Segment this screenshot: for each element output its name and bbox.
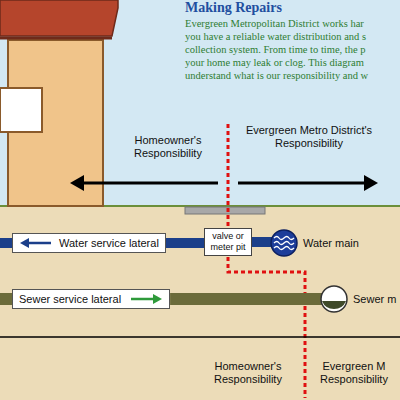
symbol [274, 237, 294, 240]
valve-box: valve or meter pit [204, 228, 252, 256]
symbol [274, 242, 294, 245]
symbol [27, 242, 51, 245]
water-pipe [166, 238, 204, 248]
symbol [321, 286, 347, 312]
water-main: Water main [270, 229, 359, 257]
symbol [20, 238, 29, 248]
responsibility-label: Homeowner's Responsibility [196, 360, 300, 386]
symbol [271, 230, 297, 256]
flow-arrow [129, 293, 163, 305]
arrow-line [238, 182, 368, 185]
node-text: Sewer m [353, 293, 396, 305]
sidewalk [185, 207, 265, 214]
sewer-main: Sewer m [320, 285, 396, 313]
intro-text: collection system. From time to time, th… [185, 43, 366, 56]
symbol [131, 298, 155, 301]
symbol [274, 247, 294, 250]
divider-line [0, 336, 400, 338]
intro-text: understand what is our responsibility an… [185, 69, 368, 82]
responsibility-label: Evergreen Metro District's Responsibilit… [234, 124, 384, 150]
title: Making Repairs [185, 0, 282, 16]
boundary-line [228, 124, 305, 398]
sewer-lateral-box: Sewer service lateral [12, 289, 170, 309]
sewer-main-symbol [320, 285, 348, 313]
house-eave [0, 37, 112, 40]
house-window [0, 88, 42, 132]
sewer-pipe [170, 293, 323, 305]
flow-arrow [19, 237, 53, 249]
node-text: Water service lateral [59, 237, 159, 249]
intro-text: you have a reliable water distribution a… [185, 30, 366, 43]
water-lateral-box: Water service lateral [12, 233, 166, 253]
symbol [322, 301, 346, 309]
node-text: Sewer service lateral [19, 293, 121, 305]
house-roof [0, 0, 118, 36]
water-pipe [0, 238, 12, 248]
responsibility-label: Evergreen M Responsibility [312, 360, 396, 386]
sky [0, 0, 400, 206]
arrow-line [80, 182, 218, 185]
water-main-symbol [270, 229, 298, 257]
intro-text: Evergreen Metropolitan District works ha… [185, 17, 364, 30]
node-text: valve or meter pit [210, 231, 245, 252]
arrow-head [364, 175, 378, 191]
ground [0, 206, 400, 400]
node-text: Water main [303, 237, 359, 249]
intro-text: your home may leak or clog. This diagram [185, 56, 364, 69]
symbol [153, 294, 162, 304]
arrow-head [70, 175, 84, 191]
responsibility-label: Homeowner's Responsibility [116, 134, 220, 160]
water-pipe [252, 237, 273, 247]
sewer-pipe [0, 293, 12, 305]
